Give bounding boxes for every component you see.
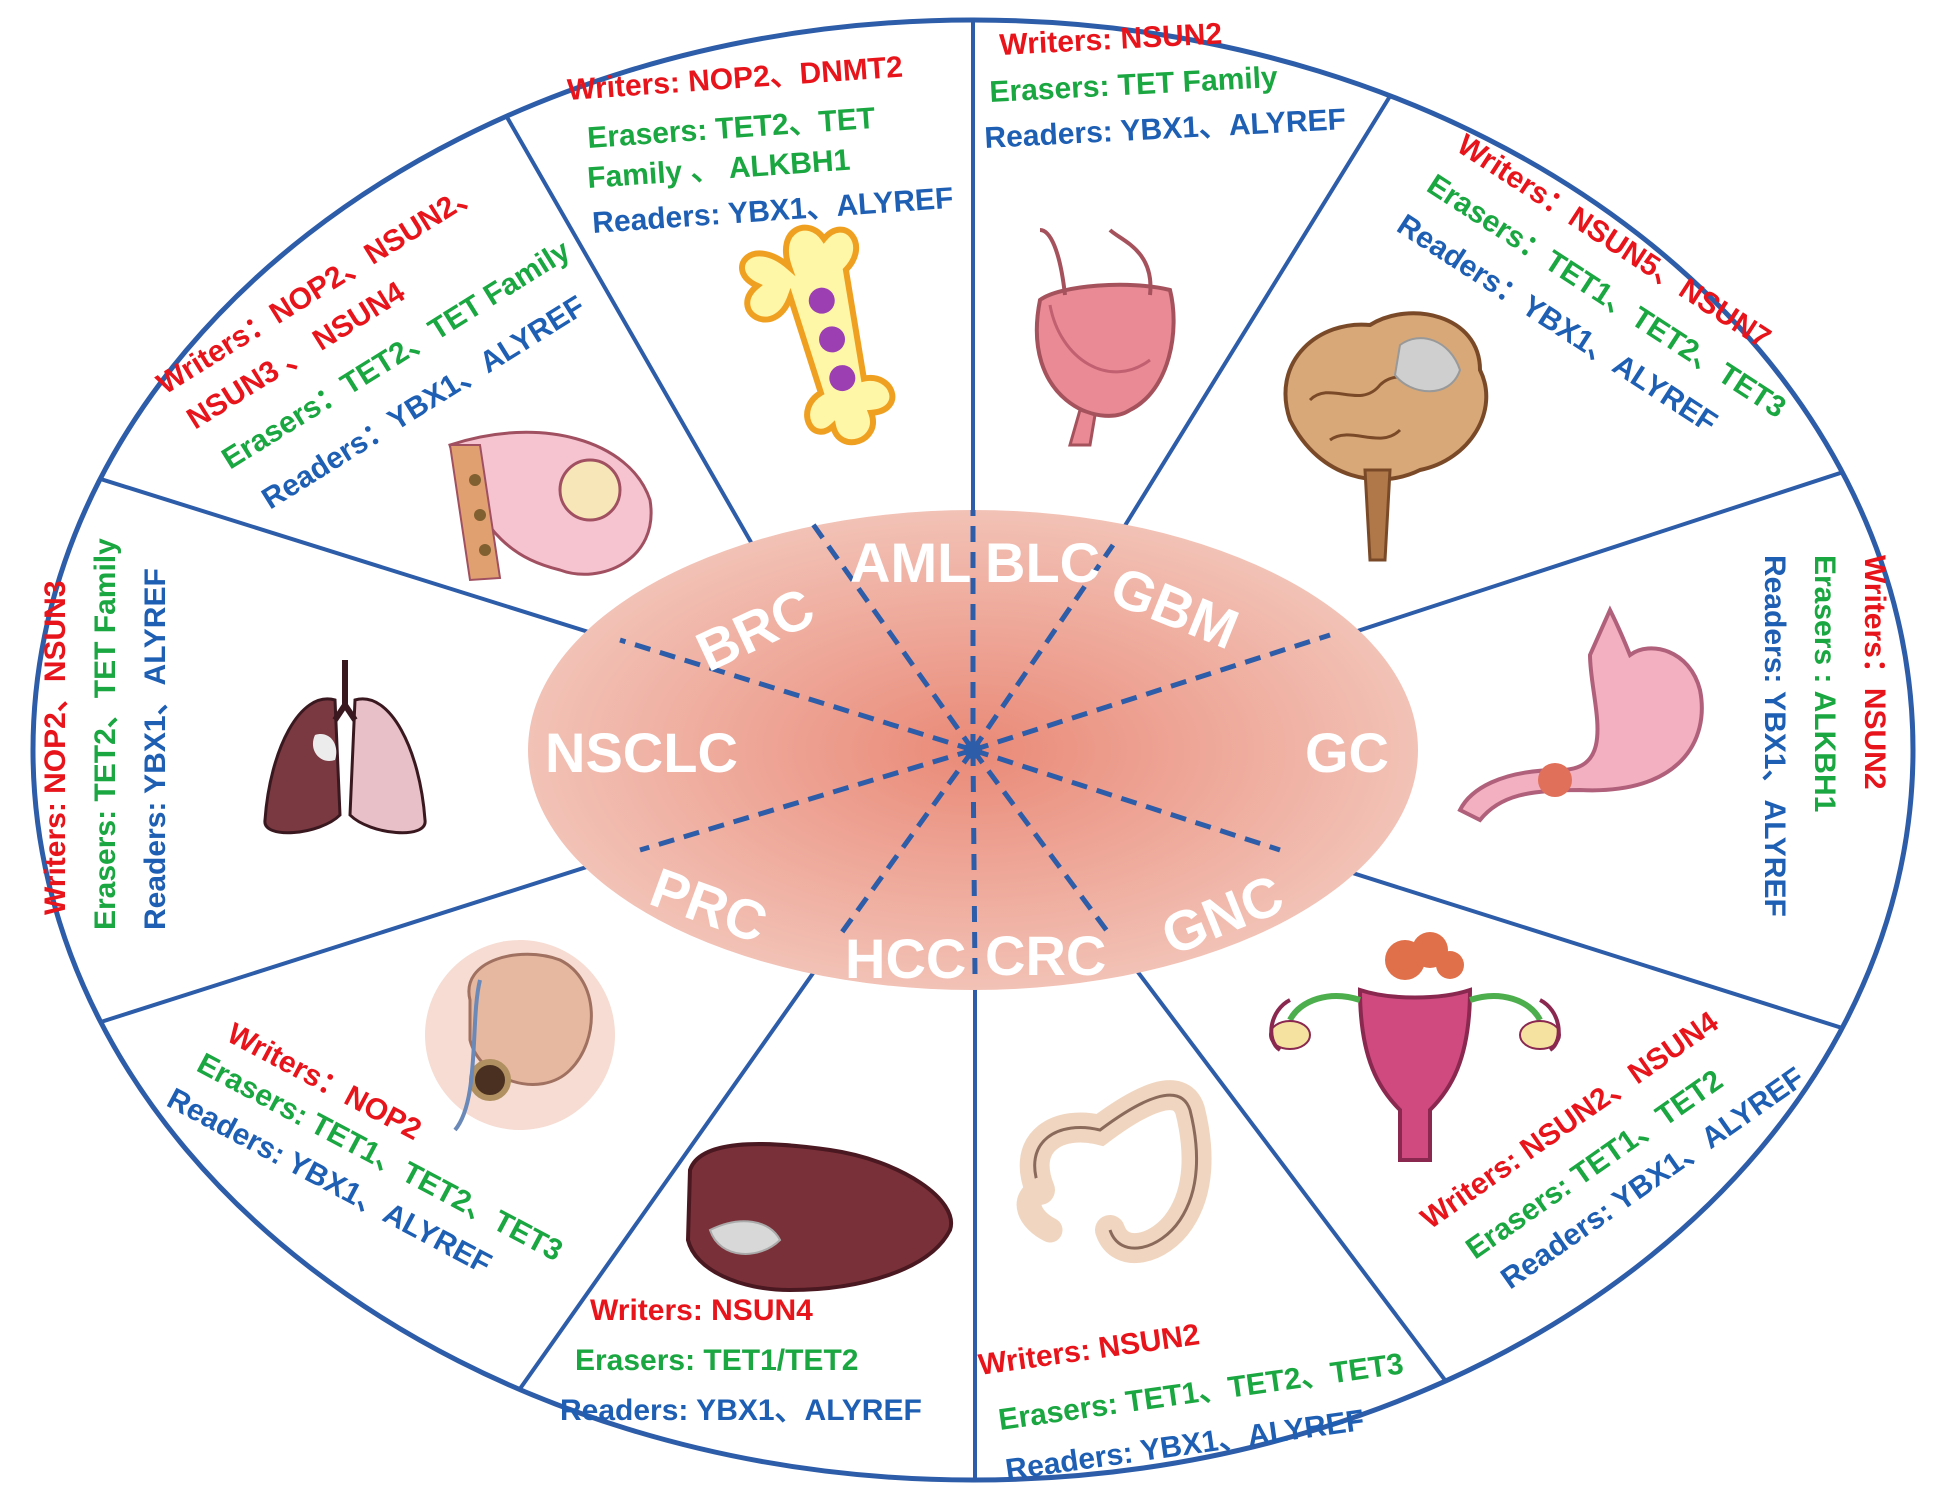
hcc-readers: Readers: YBX1、ALYREF: [560, 1394, 922, 1427]
section-nsclc: Writers: NOP2、NSUN3 Erasers: TET2、TET Fa…: [39, 538, 427, 930]
divider-gbm-gc: [1329, 458, 1881, 642]
spoke-brc-aml: [807, 518, 976, 752]
liver-icon: [685, 1142, 954, 1293]
spoke-crc-hcc: [970, 749, 978, 976]
divider-nsclc-brc: [39, 458, 631, 647]
divider-blc-gbm: [1111, 78, 1402, 547]
breast-icon: [448, 430, 653, 582]
spoke-gnc-crc: [970, 748, 1113, 937]
gc-erasers: Erasers : ALKBH1: [1808, 555, 1841, 812]
spoke-prc-nsclc: [639, 747, 974, 853]
label-gc: GC: [1305, 721, 1389, 784]
ring-dividers: [39, 20, 1881, 1480]
bladder-icon: [1034, 228, 1176, 447]
gc-writers: Writers：NSUN2: [1858, 555, 1891, 790]
hcc-erasers: Erasers: TET1/TET2: [575, 1344, 858, 1377]
divider-prc-nsclc: [59, 848, 641, 1037]
label-nsclc: NSCLC: [545, 721, 738, 784]
lung-icon: [263, 660, 427, 835]
divider-hcc-prc: [503, 933, 842, 1412]
divider-gnc-crc: [1108, 933, 1462, 1402]
nsclc-writers: Writers: NOP2、NSUN3: [39, 580, 72, 915]
prostate-icon: [425, 940, 615, 1132]
label-hcc: HCC: [845, 927, 966, 990]
bone-icon: [739, 224, 896, 446]
spoke-gc-gnc: [972, 747, 1281, 853]
gc-readers: Readers: YBX1、ALYREF: [1758, 555, 1791, 917]
spoke-hcc-prc: [837, 748, 976, 937]
brain-icon: [1283, 311, 1489, 562]
label-aml: AML: [850, 531, 971, 594]
uterus-icon: [1269, 932, 1561, 1162]
nsclc-erasers: Erasers: TET2、TET Family: [89, 538, 122, 930]
label-blc: BLC: [985, 531, 1100, 594]
hcc-writers: Writers: NSUN4: [590, 1294, 813, 1327]
center-spokes: [619, 510, 1331, 976]
colon-icon: [1016, 1080, 1212, 1263]
spoke-gbm-gc: [972, 632, 1331, 753]
spoke-nsclc-brc: [619, 637, 974, 753]
stomach-icon: [1457, 605, 1704, 823]
section-hcc: Writers: NSUN4 Erasers: TET1/TET2 Reader…: [560, 1142, 954, 1427]
section-gc: Writers：NSUN2 Erasers : ALKBH1 Readers: …: [1457, 555, 1891, 917]
spoke-blc-gbm: [970, 543, 1116, 752]
divider-gc-gnc: [1279, 848, 1881, 1042]
center-hub: [964, 741, 982, 759]
nsclc-readers: Readers: YBX1、ALYREF: [139, 568, 172, 930]
label-crc: CRC: [985, 924, 1106, 987]
